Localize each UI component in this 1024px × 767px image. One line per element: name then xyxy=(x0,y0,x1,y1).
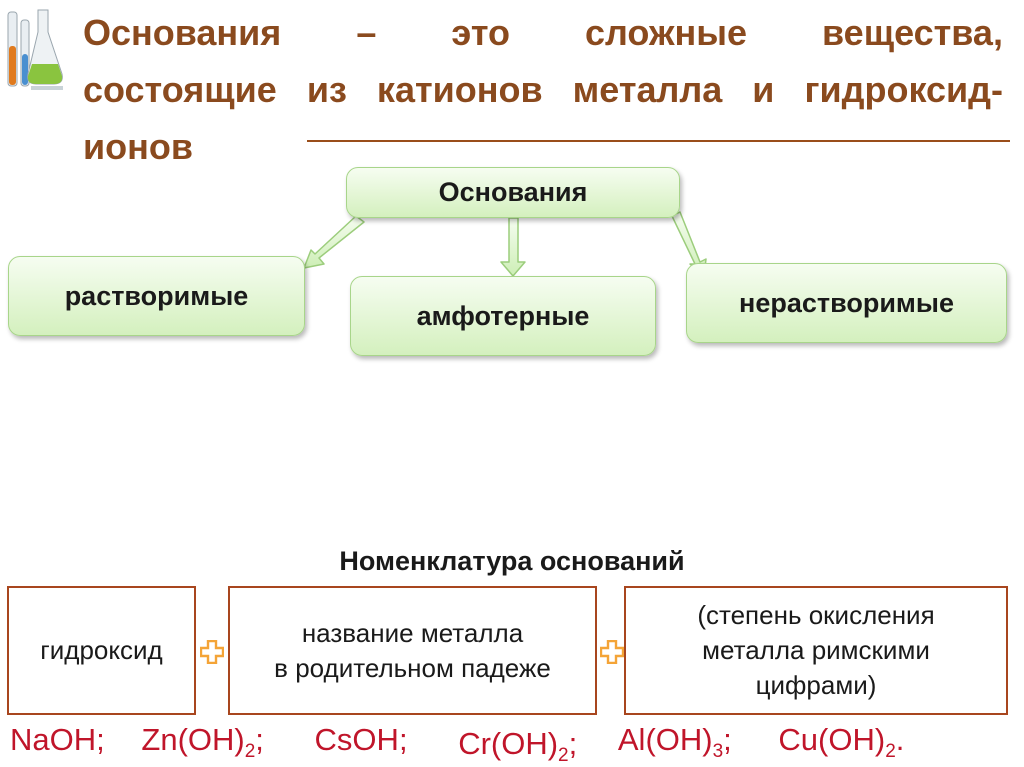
formula-al-oh-3: Al(OH)3; xyxy=(618,722,732,763)
arrow-left xyxy=(304,216,364,268)
box-text-line: цифрами) xyxy=(697,668,934,703)
arrow-center xyxy=(501,218,525,276)
diagram-node-amphoteric: амфотерные xyxy=(350,276,656,356)
box-text-line: (степень окисления xyxy=(697,598,934,633)
formula-zn-oh-2: Zn(OH)2; xyxy=(141,722,264,763)
diagram-node-soluble: растворимые xyxy=(8,256,305,336)
nomenclature-box-metal-name: название металла в родительном падеже xyxy=(228,586,597,715)
box-text-line: название металла xyxy=(274,616,551,651)
plus-icon xyxy=(200,640,224,664)
formula-examples: NaOH; Zn(OH)2; CsOH; Cr(OH)2; Al(OH)3; C… xyxy=(10,722,904,763)
plus-icon xyxy=(600,640,624,664)
diagram-node-insoluble: нерастворимые xyxy=(686,263,1007,343)
formula-cr-oh-2: Cr(OH)2; xyxy=(458,726,577,767)
diagram-root-bases: Основания xyxy=(346,167,680,218)
box-text: гидроксид xyxy=(40,633,162,668)
formula-cu-oh-2: Cu(OH)2. xyxy=(778,722,904,763)
box-text-line: в родительном падеже xyxy=(274,651,551,686)
nomenclature-box-hydroxide: гидроксид xyxy=(7,586,196,715)
formula-naoh: NaOH; xyxy=(10,722,105,763)
box-text-line: металла римскими xyxy=(697,633,934,668)
nomenclature-title: Номенклатура оснований xyxy=(0,546,1024,577)
formula-csoh: CsOH; xyxy=(315,722,408,763)
nomenclature-box-oxidation-state: (степень окисления металла римскими цифр… xyxy=(624,586,1008,715)
